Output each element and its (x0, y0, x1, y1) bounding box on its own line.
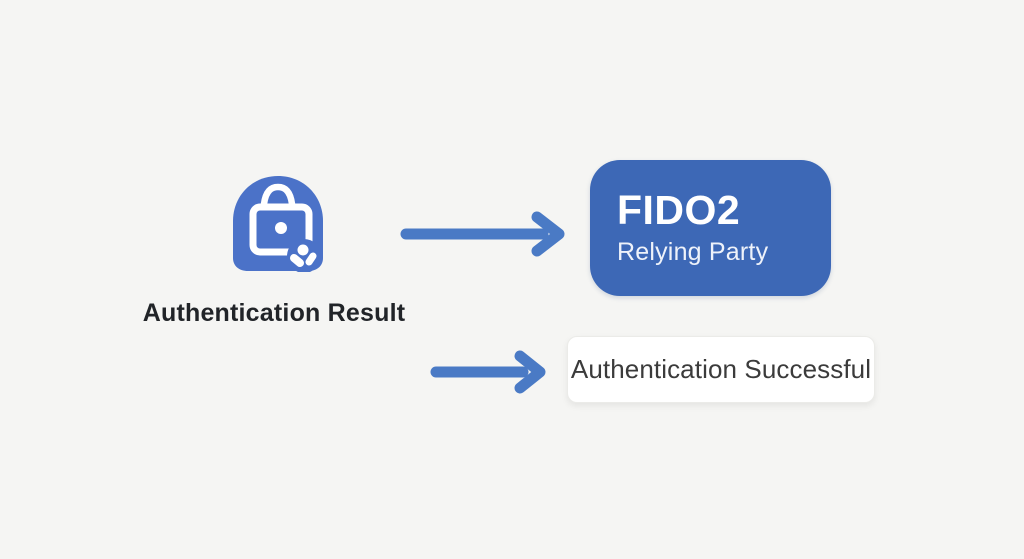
authentication-successful-text: Authentication Successful (570, 354, 872, 384)
user-body-right (305, 252, 317, 266)
flow-arrow-top-icon (400, 211, 565, 257)
fido2-relying-party-node: FIDO2 Relying Party (590, 160, 831, 296)
flow-arrow-bottom-icon (430, 350, 546, 394)
fido2-node-subtitle: Relying Party (617, 238, 769, 267)
user-body-left (290, 254, 304, 267)
keyhole-dot (275, 222, 287, 234)
authentication-badge-lock-icon (233, 176, 323, 272)
authentication-successful-box: Authentication Successful (567, 336, 875, 403)
lock-body (249, 203, 313, 256)
user-head-dot (297, 244, 309, 256)
authentication-result-label: Authentication Result (142, 299, 406, 327)
fido2-node-title: FIDO2 (617, 186, 741, 233)
lock-shackle (260, 183, 296, 208)
